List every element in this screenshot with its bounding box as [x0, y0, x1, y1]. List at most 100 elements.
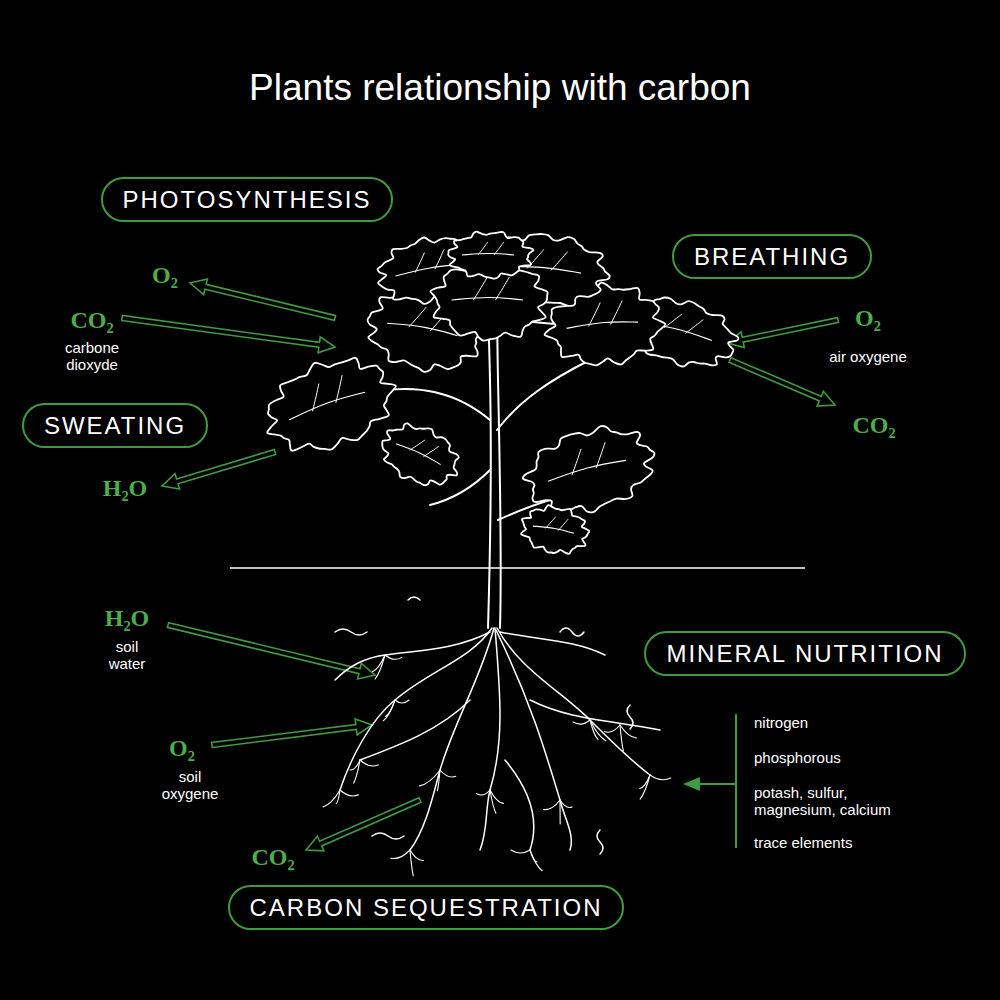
root — [496, 630, 571, 850]
chemical-formula: O₂ — [855, 305, 881, 331]
rootlet — [620, 725, 623, 751]
plant-roots — [335, 628, 660, 850]
flow-arrow — [727, 318, 839, 348]
rootlet — [440, 770, 456, 777]
leaf-vein — [548, 460, 626, 481]
rootlet — [336, 790, 340, 803]
rootlet — [360, 760, 378, 766]
leaf-outline — [267, 358, 396, 451]
process-pill: BREATHING — [672, 234, 872, 279]
flow-arrow — [122, 316, 335, 353]
leaf-vein — [558, 519, 568, 531]
ground-line — [230, 567, 805, 569]
rootlet — [340, 790, 358, 796]
leaf-vein — [415, 253, 424, 273]
process-pill: MINERAL NUTRITION — [644, 631, 965, 676]
bracket-arrow — [698, 783, 736, 785]
nutrient-item: potash, sulfur, magnesium, calcium — [754, 784, 924, 818]
leaf-vein — [567, 322, 638, 329]
flow-arrow — [306, 798, 421, 851]
root — [340, 628, 492, 790]
pill-label: PHOTOSYNTHESIS — [123, 186, 372, 213]
leaf-vein — [387, 323, 457, 335]
leaf — [382, 423, 459, 485]
chemical-formula: H₂O — [105, 605, 150, 631]
squiggle — [408, 597, 420, 600]
formula-caption: soil water — [97, 638, 157, 672]
rootlet — [490, 790, 496, 813]
flow-arrow — [212, 719, 372, 748]
rootlet — [573, 720, 590, 724]
rootlets — [323, 655, 671, 876]
rootlet — [530, 850, 542, 871]
rootlet — [640, 775, 650, 799]
rootlet — [410, 850, 423, 860]
rootlet — [375, 655, 385, 679]
leaf-vein — [494, 242, 504, 255]
leaf-vein — [596, 442, 605, 468]
root — [530, 700, 660, 730]
leaf-outline — [523, 426, 655, 512]
flow-arrow — [729, 358, 835, 406]
rootlet — [604, 725, 620, 732]
nutrient-item: trace elements — [754, 834, 954, 851]
leaf-vein — [423, 446, 438, 456]
branch — [497, 360, 590, 430]
chemical-formula: CO₂ — [251, 844, 294, 870]
formula-caption: carbone dioxyde — [53, 339, 131, 373]
formula-caption: soil oxygene — [160, 768, 220, 802]
rootlet — [391, 850, 410, 859]
leaf — [521, 505, 589, 554]
process-pill: CARBON SEQUESTRATION — [228, 885, 625, 930]
plant-leaves — [267, 232, 738, 554]
leaf-vein — [462, 254, 514, 255]
pill-label: MINERAL NUTRITION — [666, 640, 943, 667]
formula-caption: air oxygene — [829, 348, 907, 365]
leaf-vein — [496, 277, 510, 300]
leaf-outline — [382, 423, 459, 485]
flow-arrows — [122, 279, 839, 851]
pill-label: CARBON SEQUESTRATION — [250, 894, 603, 921]
leaf-vein — [533, 526, 574, 533]
rootlet — [323, 790, 340, 807]
leaf-vein — [336, 375, 342, 403]
squiggle — [560, 628, 584, 636]
soil-squiggles — [335, 597, 633, 854]
leaf-vein — [572, 449, 581, 475]
leaf-outline — [521, 505, 589, 554]
rootlet — [354, 760, 360, 783]
pill-label: BREATHING — [694, 243, 850, 270]
bracket-line — [735, 714, 737, 848]
rootlet — [620, 725, 637, 738]
leaf-vein — [452, 297, 524, 300]
squiggle — [372, 833, 404, 839]
rootlet — [383, 700, 395, 721]
leaf-vein — [478, 242, 488, 255]
leaf-vein — [409, 307, 427, 327]
rootlet — [511, 850, 530, 853]
chemical-formula: O₂ — [152, 262, 178, 288]
leaf-vein — [289, 392, 365, 420]
root — [505, 760, 534, 850]
flow-arrow — [190, 279, 336, 320]
chemical-formula: CO₂ — [70, 307, 113, 333]
rootlet — [560, 800, 572, 807]
root — [410, 628, 494, 850]
leaf-vein — [435, 249, 444, 269]
leaf-vein — [410, 440, 425, 450]
chemical-formula: H₂O — [103, 475, 148, 501]
root — [497, 628, 650, 775]
leaf-vein — [589, 303, 601, 327]
nutrient-item: phosphorous — [754, 749, 954, 766]
nutrient-item: nitrogen — [754, 714, 954, 731]
rootlet — [419, 770, 440, 786]
root — [500, 632, 605, 655]
process-pill: PHOTOSYNTHESIS — [101, 177, 394, 222]
squiggle — [627, 705, 633, 729]
chemical-formula: CO₂ — [852, 412, 895, 438]
mineral-bracket — [683, 714, 736, 848]
chemical-formula: O₂ — [169, 735, 195, 761]
rootlet — [395, 700, 409, 703]
rootlet — [650, 775, 671, 780]
rootlet — [640, 775, 650, 789]
